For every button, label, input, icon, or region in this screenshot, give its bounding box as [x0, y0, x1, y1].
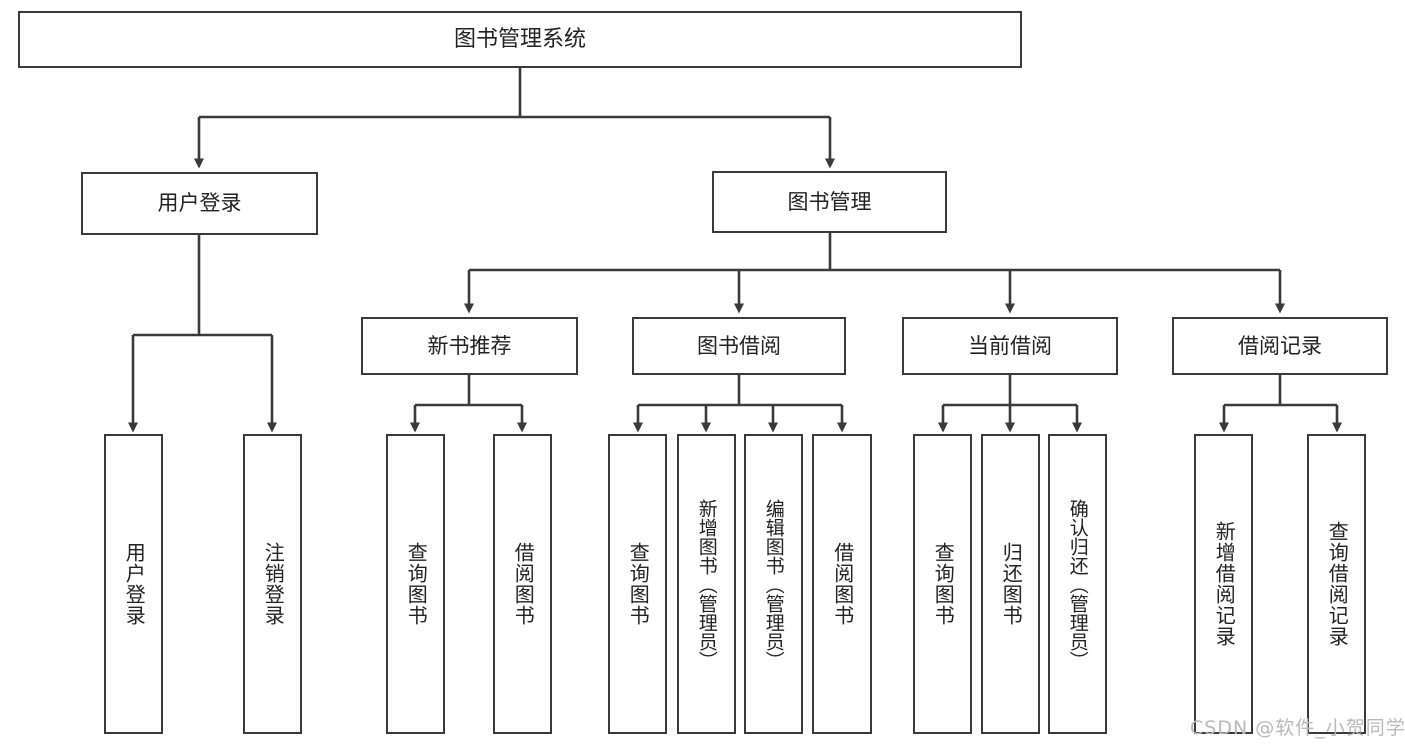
node-label: 新书推荐 — [427, 333, 512, 358]
leaf-borrow-query-book[interactable]: 查询图书 — [608, 434, 667, 734]
node-label: 查询图书 — [404, 542, 429, 626]
leaf-current-confirm-return-admin[interactable]: 确认归还（管理员） — [1048, 434, 1107, 734]
leaf-current-return-book[interactable]: 归还图书 — [981, 434, 1040, 734]
leaf-record-add-record[interactable]: 新增借阅记录 — [1194, 434, 1253, 734]
leaf-record-query-record[interactable]: 查询借阅记录 — [1307, 434, 1366, 734]
node-label: 新增图书（管理员） — [695, 498, 718, 670]
node-label: 图书借阅 — [697, 333, 781, 358]
leaf-recommend-borrow-book[interactable]: 借阅图书 — [493, 434, 552, 734]
node-current-borrow[interactable]: 当前借阅 — [902, 317, 1118, 375]
node-label: 查询图书 — [931, 542, 956, 626]
node-book-borrow[interactable]: 图书借阅 — [632, 317, 846, 375]
leaf-current-query-book[interactable]: 查询图书 — [913, 434, 972, 734]
node-label: 用户登录 — [157, 191, 242, 216]
leaf-recommend-query-book[interactable]: 查询图书 — [386, 434, 445, 734]
node-borrow-record[interactable]: 借阅记录 — [1172, 317, 1388, 375]
node-label: 查询图书 — [626, 542, 651, 626]
node-label: 图书管理系统 — [453, 26, 586, 52]
node-label: 确认归还（管理员） — [1066, 498, 1089, 670]
node-label: 归还图书 — [999, 542, 1024, 626]
node-user-login[interactable]: 用户登录 — [81, 172, 318, 235]
leaf-borrow-add-book-admin[interactable]: 新增图书（管理员） — [677, 434, 736, 734]
node-label: 新增借阅记录 — [1212, 521, 1237, 647]
node-label: 借阅记录 — [1238, 333, 1322, 358]
node-label: 当前借阅 — [968, 333, 1052, 358]
node-label: 用户登录 — [122, 542, 147, 626]
leaf-borrow-borrow-book[interactable]: 借阅图书 — [812, 434, 872, 734]
leaf-borrow-edit-book-admin[interactable]: 编辑图书（管理员） — [744, 434, 803, 734]
node-book-management[interactable]: 图书管理 — [712, 171, 947, 233]
node-label: 借阅图书 — [830, 542, 855, 626]
node-label: 注销登录 — [261, 542, 286, 626]
node-label: 借阅图书 — [511, 542, 536, 626]
node-root-system[interactable]: 图书管理系统 — [18, 11, 1022, 68]
node-label: 编辑图书（管理员） — [762, 498, 785, 670]
leaf-user-login-logout[interactable]: 注销登录 — [243, 434, 302, 734]
node-new-book-recommend[interactable]: 新书推荐 — [361, 317, 578, 375]
node-label: 图书管理 — [787, 189, 872, 214]
leaf-user-login-login[interactable]: 用户登录 — [104, 434, 163, 734]
node-label: 查询借阅记录 — [1325, 521, 1350, 647]
